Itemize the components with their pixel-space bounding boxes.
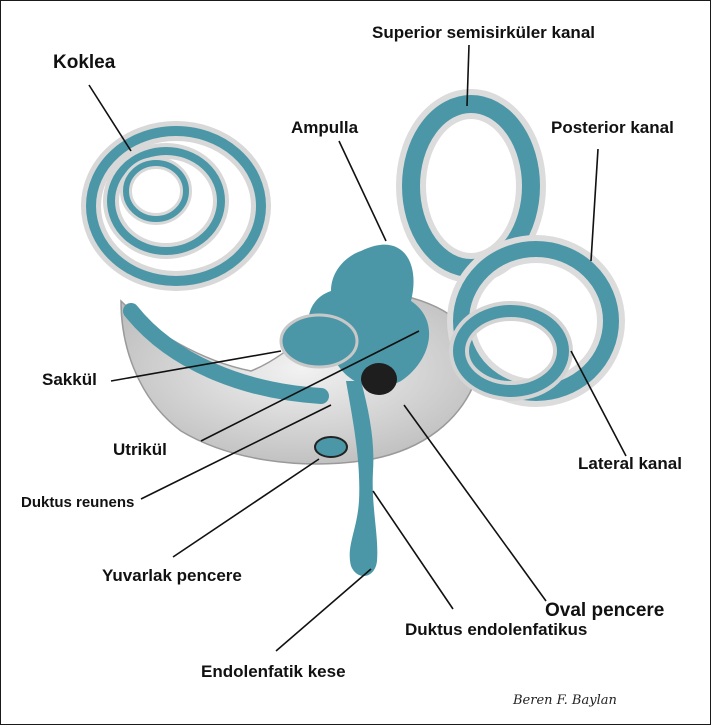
cochlea (91, 131, 261, 281)
label-duktus-reunens: Duktus reunens (21, 495, 134, 510)
oval-window (361, 363, 397, 395)
label-koklea: Koklea (53, 53, 115, 72)
label-posterior-canal: Posterior kanal (551, 119, 674, 136)
saccule (281, 315, 357, 367)
label-oval-pencere: Oval pencere (545, 601, 664, 620)
label-endolenfatik-kese: Endolenfatik kese (201, 663, 346, 680)
label-ampulla: Ampulla (291, 119, 358, 136)
label-utrikul: Utrikül (113, 441, 167, 458)
label-duktus-endolenfatikus: Duktus endolenfatikus (405, 621, 587, 638)
label-superior-canal: Superior semisirküler kanal (372, 24, 595, 41)
round-window (315, 437, 347, 457)
posterior-lateral-canals (459, 249, 611, 393)
label-lateral-canal: Lateral kanal (578, 455, 682, 472)
label-sakkul: Sakkül (42, 371, 97, 388)
author-signature: Beren F. Baylan (513, 693, 617, 708)
label-yuvarlak-pencere: Yuvarlak pencere (102, 567, 242, 584)
